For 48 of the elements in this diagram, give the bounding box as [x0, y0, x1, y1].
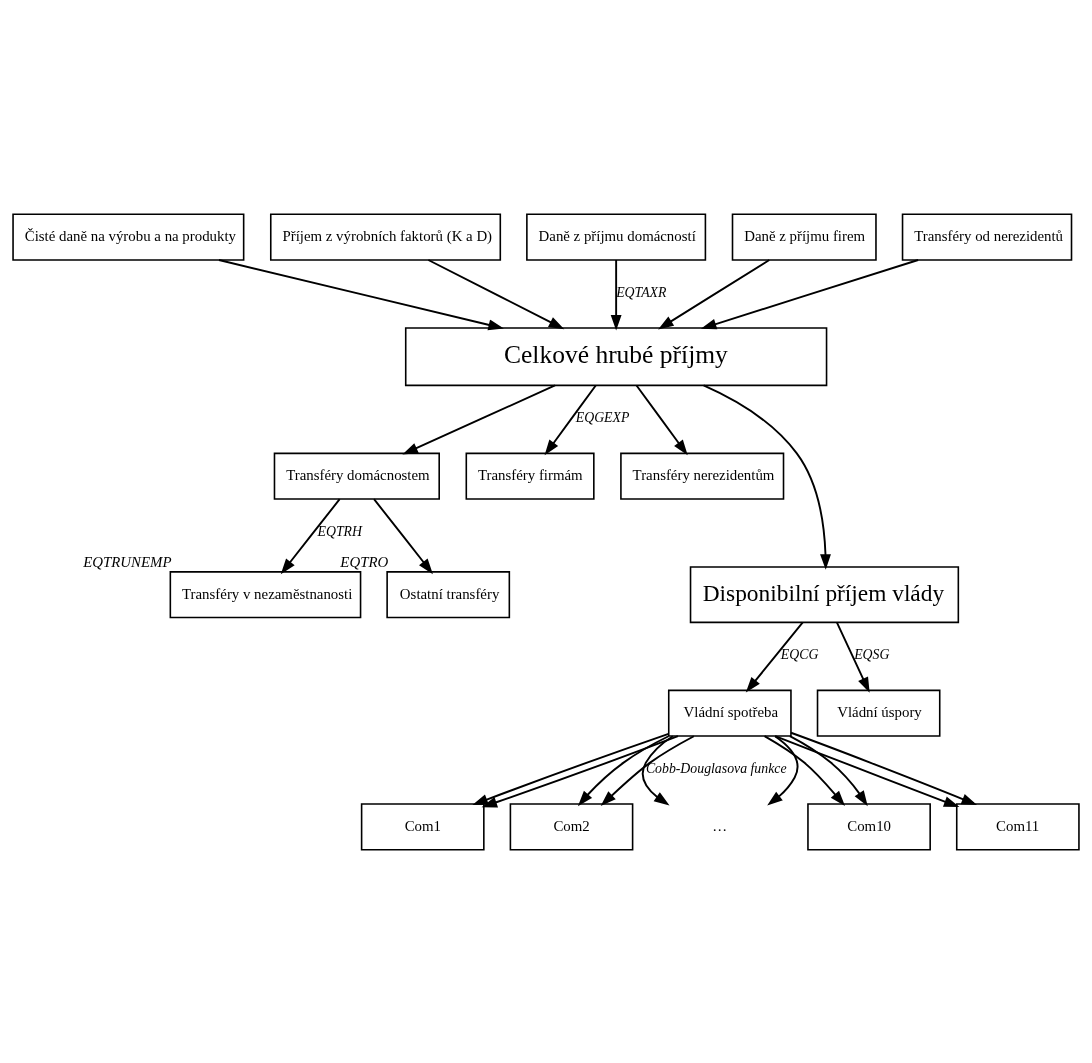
arrow [402, 383, 556, 455]
edge-label: EQSG [854, 646, 890, 662]
node-box: Com1 [360, 802, 485, 851]
node-box: Transféry v nezaměstnanosti [169, 570, 362, 618]
arrow [763, 734, 846, 806]
arrow [218, 258, 504, 330]
arrow [600, 734, 695, 806]
node-box: Com11 [955, 802, 1080, 851]
edge-label: EQTRH [317, 523, 362, 539]
edge-label: EQCG [780, 646, 819, 662]
arrow [790, 731, 978, 805]
node-box: Com2 [509, 802, 634, 851]
arrow [774, 734, 960, 807]
arrow [635, 384, 688, 455]
arrow [577, 734, 670, 806]
arrow [702, 383, 831, 570]
node-text: … [712, 817, 728, 834]
arrow [767, 734, 799, 806]
arrow [745, 621, 804, 692]
arrow [427, 258, 565, 329]
node-box: Příjem z výrobních faktorů (K a D) [269, 212, 502, 261]
edge-label: EQTAXR [616, 284, 667, 299]
arrow [641, 734, 674, 806]
arrow [610, 258, 622, 331]
arrow [280, 497, 341, 574]
node-box: Celkové hrubé příjmy [404, 326, 828, 386]
node-box: Čisté daně na výrobu a na produkty [12, 212, 245, 261]
node-box: Com10 [807, 802, 931, 851]
arrow [658, 258, 771, 329]
node-label: EQTRUNEMP [83, 553, 172, 570]
node-box: Transféry firmám [465, 452, 595, 500]
node-box: Daně z příjmu firem [731, 212, 877, 261]
node-box: Transféry domácnostem [273, 452, 440, 500]
arrow [788, 734, 868, 806]
node-box: Disponibilní příjem vlády [689, 565, 960, 623]
node-box: Transféry od nerezidentů [901, 212, 1073, 261]
node-box: Transféry nerezidentům [620, 452, 785, 500]
arrow [835, 621, 870, 693]
arrow [544, 384, 597, 455]
arrow [373, 497, 433, 574]
node-box: Ostatní transféry [386, 570, 511, 618]
node-label: EQTRO [340, 553, 389, 570]
arrow [700, 258, 920, 329]
node-box: Vládní úspory [816, 689, 941, 737]
node-box: Vládní spotřeba [667, 689, 792, 737]
edge-label: EQGEXP [575, 409, 630, 425]
edge-label: Cobb-Douglasova funkce [645, 760, 787, 776]
node-box: Daně z příjmu domácností [526, 212, 707, 261]
